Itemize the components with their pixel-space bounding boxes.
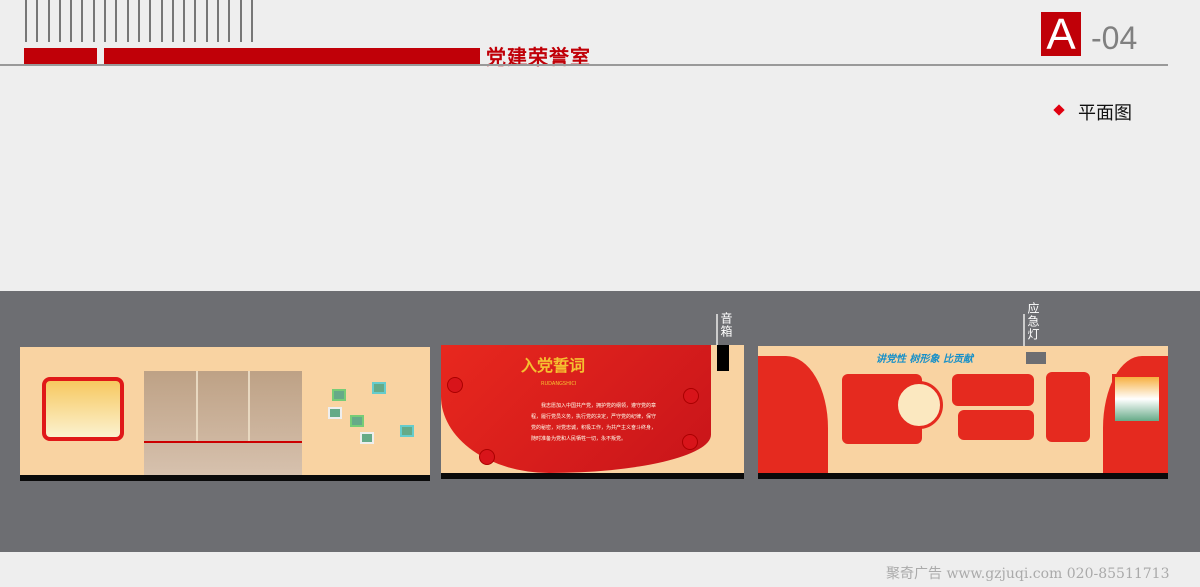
photo [328,407,342,419]
photo [360,432,374,444]
emergency-light-callout: 应急灯 [1026,302,1040,341]
header-divider [0,64,1168,66]
poster-frame [1112,374,1162,424]
oath-title: 入党誓词 [521,356,586,375]
photo [400,425,414,437]
baseboard [20,475,430,481]
baseboard [441,473,744,479]
footer-credit: 聚奇广告 www.gzjuqi.com 020-85511713 [886,566,1170,582]
wall-panel-honor [20,347,430,481]
speaker-box [717,345,729,371]
red-bar-long [104,48,480,64]
wall-panel-oath: 入党誓词 RUDANGSHICI 我志愿加入中国共产党，拥护党的纲领，遵守党的章… [441,345,744,479]
speaker-callout: 音箱 [719,312,733,338]
wall-panel-party-knowledge: 讲党性 树形象 比贡献 [758,346,1168,479]
photo [332,389,346,401]
baseboard [758,473,1168,479]
photo [372,382,386,394]
section-label: 平面图 [1078,103,1132,124]
display-frame [42,377,124,441]
oath-text: 我志愿加入中国共产党，拥护党的纲领，遵守党的章程，履行党员义务，执行党的决定，严… [531,403,657,442]
slogan: 讲党性 树形象 比贡献 [876,354,973,365]
photo [350,415,364,427]
oath-subtitle: RUDANGSHICI [541,381,577,387]
section-logo: A [1041,12,1081,58]
red-side-shape [758,356,828,476]
red-bar-short [24,48,97,64]
page-code: -04 [1091,20,1138,56]
diamond-bullet-icon [1053,104,1065,116]
emergency-light [1026,352,1046,364]
